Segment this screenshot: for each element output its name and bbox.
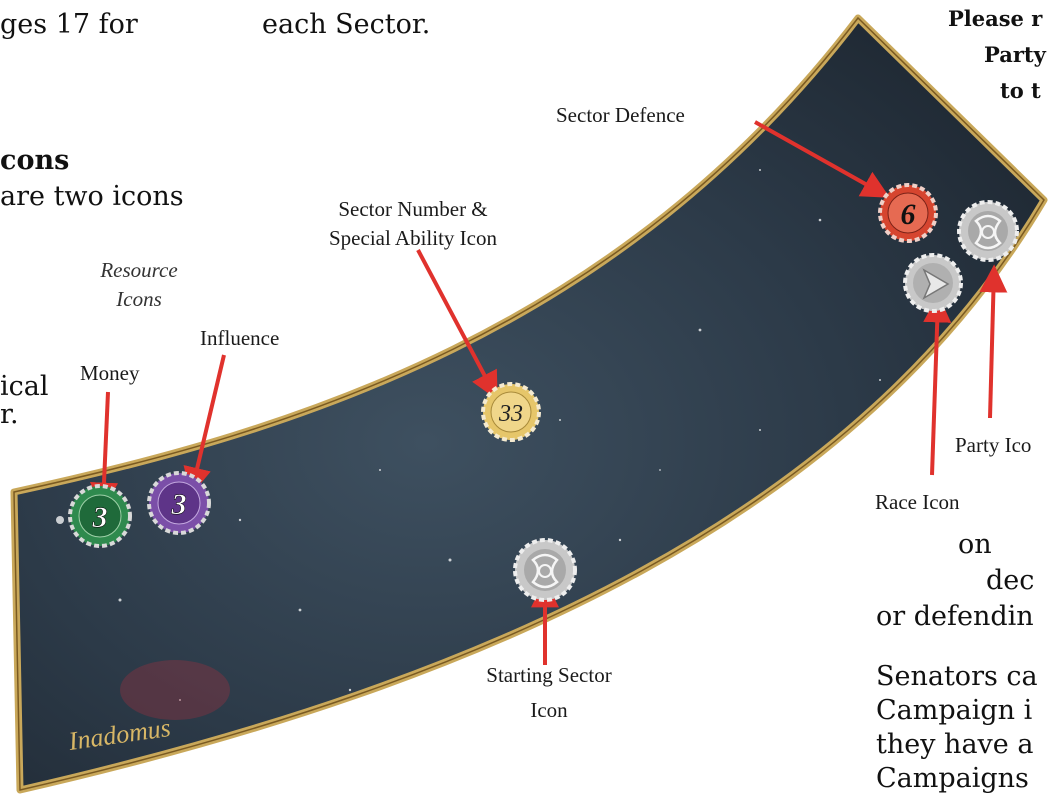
influence-value: 3	[171, 488, 187, 521]
label-starting-line2: Icon	[530, 698, 568, 722]
section-heading-fragment: cons	[0, 145, 70, 176]
text-fragment-two-icons: are two icons	[0, 181, 184, 212]
arrow-influence	[183, 354, 226, 496]
label-sector-number: Sector Number & Special Ability Icon	[288, 197, 538, 251]
label-party-icon: Party Ico	[955, 433, 1032, 457]
arrow-sector-defence	[754, 120, 890, 198]
defence-value: 6	[901, 198, 916, 231]
label-resource-line2: Icons	[116, 287, 162, 311]
label-resource-icons: Resource Icons	[80, 258, 198, 312]
label-starting-line1: Starting Sector	[486, 663, 612, 687]
note-line-1: Please r	[948, 6, 1043, 31]
text-fragment-period: r.	[0, 399, 19, 430]
arrow-party	[979, 264, 1008, 419]
influence-icon: 3	[147, 471, 211, 535]
money-value: 3	[92, 501, 108, 534]
label-money: Money	[80, 361, 140, 385]
text-fragment-each-sector: each Sector.	[262, 9, 431, 40]
party-icon	[957, 200, 1019, 262]
starting-sector-icon	[513, 538, 577, 602]
text-fragment-they-have: they have a	[876, 729, 1034, 760]
text-fragment-pages: ges 17 for	[0, 9, 138, 40]
race-icon	[903, 253, 963, 313]
label-resource-line1: Resource	[100, 258, 178, 282]
arrow-sector-number	[416, 249, 498, 400]
label-influence: Influence	[200, 326, 280, 350]
text-fragment-on: on	[958, 529, 992, 560]
text-fragment-defending: or defendin	[876, 601, 1034, 632]
text-fragment-campaigns: Campaigns	[876, 763, 1029, 794]
label-sector-defence: Sector Defence	[556, 103, 685, 127]
callout-arrows	[90, 120, 1008, 665]
label-race-icon: Race Icon	[875, 490, 960, 514]
label-sector-number-line2: Special Ability Icon	[329, 226, 497, 250]
sector-number-icon: 33	[481, 382, 541, 442]
sector-number-value: 33	[498, 401, 523, 427]
text-fragment-ical: ical	[0, 371, 49, 402]
note-line-3: to t	[1000, 78, 1041, 103]
note-line-2: Party	[984, 42, 1046, 67]
label-starting-sector: Starting Sector Icon	[455, 663, 643, 723]
arrow-race	[923, 294, 952, 476]
red-nebula	[120, 660, 230, 720]
money-icon: 3	[68, 484, 132, 548]
sector-defence-icon: 6	[878, 183, 938, 243]
text-fragment-senators: Senators ca	[876, 661, 1038, 692]
text-fragment-campaign: Campaign i	[876, 695, 1033, 726]
label-sector-number-line1: Sector Number &	[338, 197, 488, 221]
text-fragment-dec: dec	[986, 565, 1035, 596]
